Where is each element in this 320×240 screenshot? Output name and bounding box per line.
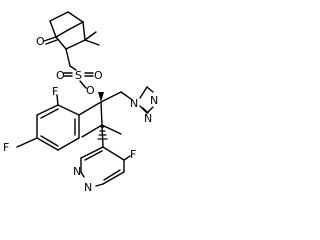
- triazole-n2-label: N: [150, 94, 158, 107]
- bond: [65, 39, 86, 50]
- bond: [55, 36, 67, 50]
- triazole-n1-label: N: [130, 97, 138, 110]
- bond: [142, 107, 149, 114]
- bond: [84, 31, 97, 41]
- side-chain: [81, 101, 122, 148]
- bond: [69, 65, 77, 71]
- bond: [65, 48, 71, 67]
- bond: [55, 29, 69, 38]
- bond: [123, 155, 131, 161]
- camphor-fragment: [43, 11, 100, 67]
- bond: [57, 137, 80, 151]
- bond: [43, 36, 57, 42]
- fluorine-pyrimidine-label: F: [130, 148, 136, 161]
- bond: [102, 146, 125, 161]
- bond: [102, 171, 125, 185]
- bond: [81, 124, 103, 138]
- bond: [67, 11, 84, 23]
- sulfonyl-oxygen-right-label: O: [94, 69, 103, 82]
- pyrimidine-ring: [80, 146, 131, 187]
- bond: [36, 137, 59, 151]
- atom-labels: O S O O O N N N F F N N F: [3, 35, 158, 194]
- ester-oxygen-label: O: [86, 84, 95, 97]
- triazole-n4-label: N: [144, 112, 152, 125]
- bond: [49, 20, 57, 38]
- sulfur-label: S: [75, 69, 82, 82]
- bond: [45, 39, 58, 45]
- bond: [36, 104, 59, 116]
- bond: [56, 94, 59, 106]
- bond: [146, 106, 154, 114]
- bond: [95, 183, 104, 187]
- fluorine-para-label: F: [3, 141, 9, 154]
- bond: [103, 169, 121, 181]
- bond: [49, 11, 69, 22]
- pyrimidine-n3-label: N: [84, 181, 92, 194]
- bond: [40, 135, 59, 147]
- bond: [16, 137, 38, 148]
- bond: [100, 101, 103, 126]
- bond: [78, 101, 102, 116]
- molecule-structure: O S O O O N N N F F N N F: [3, 11, 158, 194]
- bond: [139, 86, 148, 99]
- bond: [139, 105, 148, 114]
- fluorine-ortho-label: F: [52, 85, 58, 98]
- bond: [82, 21, 86, 41]
- pyrimidine-n1-label: N: [73, 165, 81, 178]
- bond: [80, 171, 85, 178]
- bond: [79, 80, 87, 89]
- sulfonyl-oxygen-left-label: O: [56, 69, 65, 82]
- sulfonyl-group: [63, 65, 94, 89]
- bond: [84, 39, 100, 46]
- difluorophenyl-ring: [16, 94, 102, 151]
- triazole-ring: [139, 86, 154, 114]
- bond: [84, 150, 103, 161]
- bond: [101, 124, 104, 148]
- bond: [67, 21, 84, 31]
- bond: [146, 86, 154, 93]
- carbonyl-oxygen-label: O: [36, 35, 45, 48]
- wedge-bond: [98, 92, 104, 102]
- structure-canvas: O S O O O N N N F F N N F: [0, 0, 160, 194]
- bond: [101, 124, 122, 135]
- bond: [40, 108, 59, 119]
- bond: [80, 146, 104, 159]
- bond: [100, 91, 122, 103]
- bond: [120, 91, 132, 100]
- bond: [57, 104, 80, 116]
